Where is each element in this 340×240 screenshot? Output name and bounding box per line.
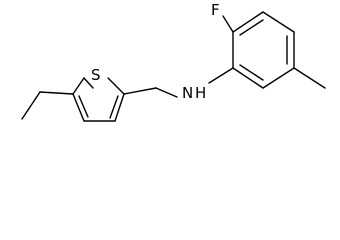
ethyl-group — [21, 91, 74, 120]
bond-b5-methyl — [293, 67, 326, 89]
bond-c2-c3 — [114, 93, 125, 122]
benzene-ring — [232, 11, 295, 89]
bond-c4-c5 — [72, 93, 85, 122]
bond-ch2-n — [155, 87, 178, 98]
molecule-diagram: S N H F — [21, 1, 326, 122]
atom-label-sulfur: S — [91, 66, 101, 84]
bond-c5-s — [72, 77, 85, 95]
atom-label-hydrogen: H — [195, 84, 206, 102]
bond-b2-b3-inner — [239, 19, 264, 36]
bond-b2-f — [222, 15, 234, 33]
bond-b2-b3 — [232, 11, 264, 33]
bond-b3-b4 — [262, 11, 295, 33]
benzene-substituents — [222, 15, 326, 89]
thiophene-ring — [72, 77, 125, 122]
bond-s-c2 — [107, 77, 125, 95]
bond-n-aryl — [208, 67, 234, 84]
bond-ch2-ch3 — [21, 91, 41, 120]
methylene-linker — [123, 67, 234, 98]
bond-b6-b1-inner — [239, 64, 264, 81]
bond-b6-b1 — [232, 67, 264, 89]
bond-c2-ch2 — [123, 87, 157, 95]
bond-s-c5 — [83, 77, 94, 89]
atom-label-nitrogen: N — [182, 84, 193, 102]
bond-b5-b6 — [262, 67, 295, 89]
atom-label-fluorine: F — [211, 1, 220, 19]
bond-c2-c3-inner — [109, 95, 119, 119]
bond-c5-ch2 — [39, 91, 74, 95]
bond-c4-c5-inner — [78, 95, 89, 118]
